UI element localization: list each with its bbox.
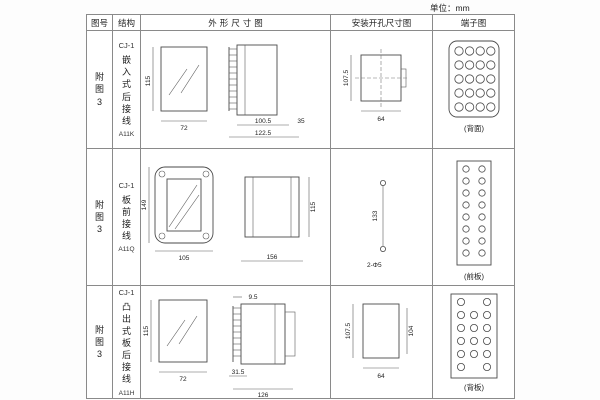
- code-label: A11H: [118, 389, 135, 397]
- terminal-svg-row1: (背面): [448, 40, 500, 133]
- mounting-drawing-row2: 133 2-Φ5: [331, 149, 433, 286]
- outline-drawing-row3: 115 72 9.5 31.5: [141, 286, 331, 399]
- header-fig-no: 图号: [87, 15, 113, 31]
- dim-72: 72: [180, 125, 188, 132]
- dim-107-5: 107.5: [345, 322, 352, 339]
- dim-64: 64: [377, 373, 385, 380]
- dim-9-5: 9.5: [248, 294, 257, 301]
- structure-row1: CJ-1 嵌入式后接线 A11K: [113, 31, 141, 149]
- mounting-svg-row2: 133 2-Φ5: [367, 179, 387, 269]
- dim-133: 133: [372, 210, 379, 221]
- fig-no-label: 附图3: [95, 324, 105, 360]
- dim-31-5: 31.5: [232, 369, 245, 376]
- dim-115: 115: [310, 201, 317, 212]
- terminal-drawing-row2: (前板): [433, 149, 515, 286]
- mounting-svg-row3: 107.5 104 64: [345, 303, 415, 380]
- header-mounting: 安装开孔尺寸图: [331, 15, 433, 31]
- dim-105: 105: [179, 255, 190, 262]
- dim-64: 64: [377, 116, 385, 123]
- dim-156: 156: [267, 254, 278, 261]
- structure-label: 凸出式板后接线: [122, 301, 132, 385]
- dim-122-5: 122.5: [255, 130, 272, 137]
- dim-149: 149: [141, 199, 148, 210]
- fig-no-row3: 附图3: [87, 286, 113, 399]
- dim-100-5: 100.5: [255, 118, 272, 125]
- header-outline: 外形尺寸图: [141, 15, 331, 31]
- front-view-drawing: 149 105: [141, 166, 214, 262]
- structure-label: 板前接线: [122, 194, 132, 242]
- dim-104: 104: [408, 325, 415, 336]
- code-label: A11K: [118, 130, 135, 138]
- dim-115: 115: [145, 75, 152, 86]
- terminal-svg-row3: (背板): [450, 293, 498, 392]
- mounting-drawing-row1: 107.5 64: [331, 31, 433, 149]
- outline-drawing-row1: 115 72 100.5 35: [141, 31, 331, 149]
- mounting-svg-row1: 107.5 64: [343, 49, 409, 123]
- model-label: CJ-1: [118, 41, 135, 51]
- fig-no-label: 附图3: [95, 199, 105, 235]
- terminal-drawing-row3: (背板): [433, 286, 515, 399]
- outline-svg-row3: 115 72 9.5 31.5: [143, 294, 296, 398]
- model-label: CJ-1: [118, 287, 135, 297]
- structure-row3: CJ-1 凸出式板后接线 A11H: [113, 286, 141, 399]
- terminal-holes: [462, 165, 486, 257]
- mounting-drawing-row3: 107.5 104 64: [331, 286, 433, 399]
- dimension-table: 图号 结构 外形尺寸图 安装开孔尺寸图 端子图 附图3 CJ-1 嵌入式后接线 …: [86, 14, 515, 399]
- structure-row2: CJ-1 板前接线 A11Q: [113, 149, 141, 286]
- fig-no-row2: 附图3: [87, 149, 113, 286]
- dim-35: 35: [297, 118, 305, 125]
- side-view-drawing: 156 115: [241, 176, 317, 262]
- terminal-view-label: (背板): [464, 382, 484, 392]
- dim-126: 126: [258, 392, 269, 398]
- terminal-svg-row2: (前板): [456, 160, 492, 281]
- outline-svg-row1: 115 72 100.5 35: [145, 44, 305, 138]
- unit-label: 单位：mm: [430, 3, 470, 13]
- code-label: A11Q: [118, 246, 135, 254]
- front-view-drawing: 115 72: [145, 46, 208, 132]
- terminal-holes: [454, 46, 496, 112]
- header-terminal: 端子图: [433, 15, 515, 31]
- terminal-drawing-row1: (背面): [433, 31, 515, 149]
- front-view-drawing: 115 72: [143, 299, 208, 383]
- hole-spec-label: 2-Φ5: [367, 262, 382, 269]
- header-structure: 结构: [113, 15, 141, 31]
- side-view-drawing: 9.5 31.5 126: [229, 294, 296, 398]
- fig-no-row1: 附图3: [87, 31, 113, 149]
- dim-72: 72: [179, 376, 187, 383]
- outline-drawing-row2: 149 105 156 115: [141, 149, 331, 286]
- side-view-drawing: 100.5 35 122.5: [228, 44, 305, 138]
- terminal-holes: [456, 297, 492, 372]
- terminal-view-label: (背面): [464, 123, 484, 133]
- outline-svg-row2: 149 105 156 115: [141, 166, 317, 262]
- dim-115: 115: [143, 325, 150, 336]
- fig-no-label: 附图3: [95, 72, 105, 107]
- structure-label: 嵌入式后接线: [122, 55, 132, 126]
- terminal-view-label: (前板): [464, 271, 484, 281]
- dim-107-5: 107.5: [343, 69, 350, 86]
- model-label: CJ-1: [118, 180, 135, 190]
